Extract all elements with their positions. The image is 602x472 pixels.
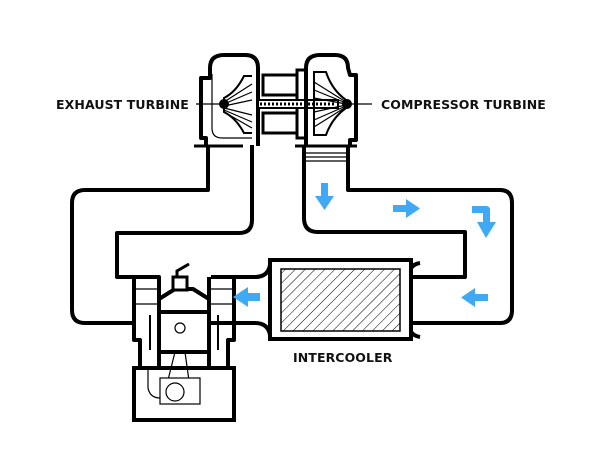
crankshaft	[165, 382, 185, 402]
arrow-right	[393, 199, 420, 218]
engine	[132, 262, 236, 422]
exhaust-turbine	[199, 53, 260, 146]
arrow-left-intercooler-in	[461, 288, 488, 307]
spark-plug	[171, 275, 189, 292]
intercooler	[268, 258, 413, 341]
intake-pipe	[302, 145, 514, 325]
turbo-shaft	[257, 68, 339, 140]
exhaust-pipe	[70, 145, 254, 325]
intercooler-core	[280, 268, 401, 332]
flow-arrows	[233, 183, 496, 307]
arrow-left-engine-in	[233, 287, 260, 307]
compressor-turbine-label: COMPRESSOR TURBINE	[381, 97, 546, 112]
arrow-turn-down	[472, 206, 496, 238]
piston	[157, 310, 211, 354]
arrow-down	[315, 183, 334, 210]
intercooler-label: INTERCOOLER	[293, 350, 393, 365]
exhaust-turbine-label: EXHAUST TURBINE	[56, 97, 189, 112]
